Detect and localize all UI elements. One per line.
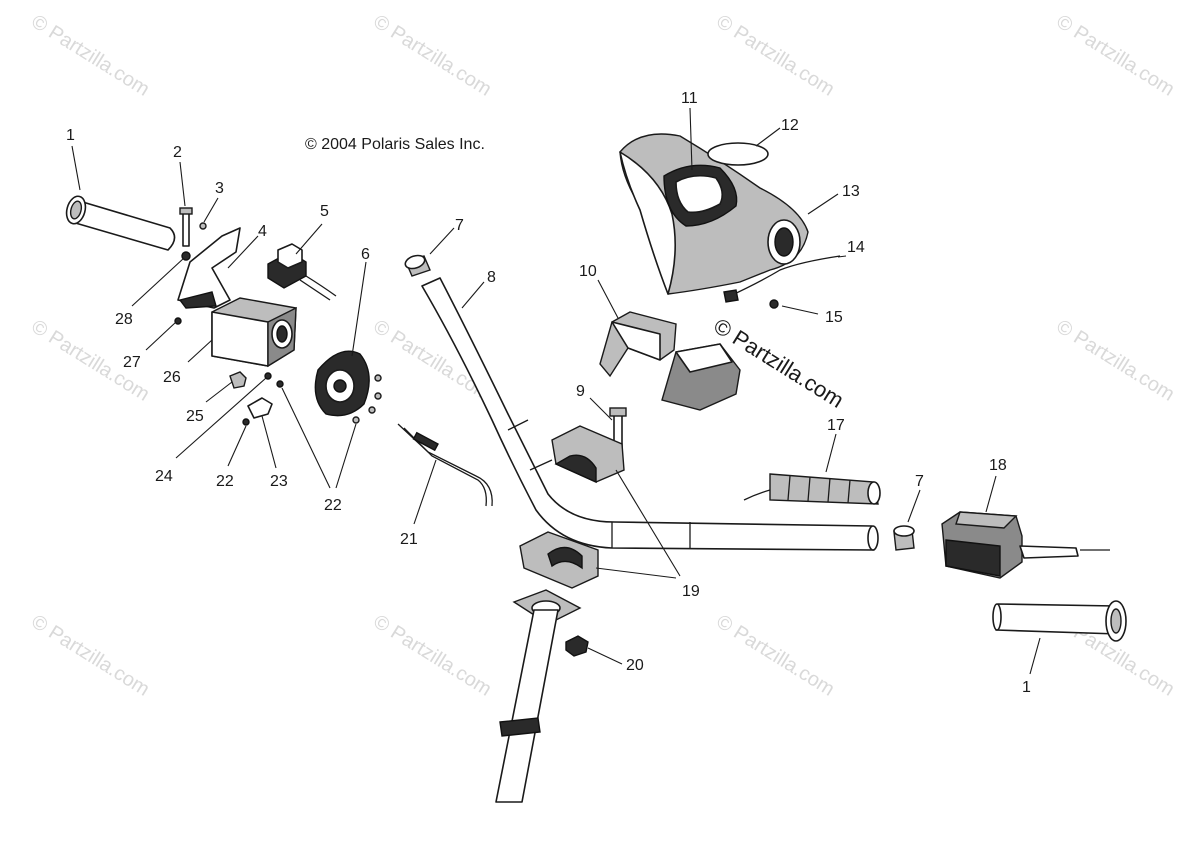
watermark: © Partzilla.com (27, 611, 153, 701)
callout-26: 26 (163, 369, 181, 386)
watermark: © Partzilla.com (1052, 11, 1178, 101)
callout-21: 21 (400, 531, 418, 548)
callout-15: 15 (825, 309, 843, 326)
part-screw-15 (769, 299, 779, 309)
part-bushing-25 (229, 371, 247, 389)
callout-6: 6 (361, 246, 370, 263)
part-headlight-pod-13 (619, 133, 809, 295)
callout-8: 8 (487, 269, 496, 286)
callout-3: 3 (215, 180, 224, 197)
callout-22: 22 (216, 473, 234, 490)
part-switch-5 (267, 243, 337, 301)
watermark: © Partzilla.com (27, 11, 153, 101)
part-clamp-19-upper (551, 425, 625, 484)
part-cover-6 (314, 350, 382, 424)
callout-14: 14 (847, 239, 865, 256)
callout-27: 27 (123, 354, 141, 371)
part-nut-3 (199, 222, 207, 230)
callout-5: 5 (320, 203, 329, 220)
callout-2: 2 (173, 144, 182, 161)
part-throttle-lever-4 (177, 227, 241, 309)
part-grip-17 (743, 473, 881, 505)
part-handlebar-8 (421, 277, 879, 551)
part-cover-10 (599, 311, 677, 378)
watermark: © Partzilla.com (712, 11, 838, 101)
part-nut-20 (565, 635, 589, 657)
callout-17: 17 (827, 417, 845, 434)
watermark: © Partzilla.com (1052, 316, 1178, 406)
part-screw-24 (264, 372, 272, 380)
callout-4: 4 (258, 223, 267, 240)
callout-13: 13 (842, 183, 860, 200)
part-screw-22 (242, 418, 250, 426)
part-wire-14 (723, 255, 841, 303)
callout-labels: 1 2 3 4 5 6 7 8 9 10 11 12 13 14 15 17 7… (66, 90, 1031, 696)
watermark: © Partzilla.com (369, 11, 495, 101)
callout-24: 24 (155, 468, 173, 485)
copyright-text: © 2004 Polaris Sales Inc. (305, 136, 485, 153)
callout-12: 12 (781, 117, 799, 134)
callout-11: 11 (681, 90, 698, 107)
watermark: © Partzilla.com (369, 611, 495, 701)
part-grip-right (992, 600, 1127, 642)
part-lens-12 (707, 142, 769, 166)
part-cover-23 (247, 397, 273, 419)
part-grip-left (65, 195, 176, 251)
callout-1: 1 (1022, 679, 1031, 696)
callout-22: 22 (324, 497, 342, 514)
callout-18: 18 (989, 457, 1007, 474)
part-cover-lower (661, 343, 741, 411)
callout-7: 7 (915, 473, 924, 490)
part-clamp-19-lower (519, 531, 599, 589)
callout-28: 28 (115, 311, 133, 328)
callout-20: 20 (626, 657, 644, 674)
callout-19: 19 (682, 583, 700, 600)
part-end-cap-7-left (404, 254, 431, 277)
part-switch-housing-18 (941, 511, 1110, 579)
part-screw-22 (276, 380, 284, 388)
part-steering-post (495, 589, 582, 803)
part-screw-27 (174, 317, 182, 325)
callout-1: 1 (66, 127, 75, 144)
callout-7: 7 (455, 217, 464, 234)
leader-lines (71, 107, 1041, 675)
callout-9: 9 (576, 383, 585, 400)
part-cable-21 (397, 423, 493, 507)
callout-23: 23 (270, 473, 288, 490)
part-throttle-housing-26 (211, 297, 297, 368)
callout-10: 10 (579, 263, 597, 280)
watermark: © Partzilla.com (712, 611, 838, 701)
callout-25: 25 (186, 408, 204, 425)
part-screw-2 (179, 207, 193, 247)
part-end-cap-7-right (893, 525, 915, 551)
